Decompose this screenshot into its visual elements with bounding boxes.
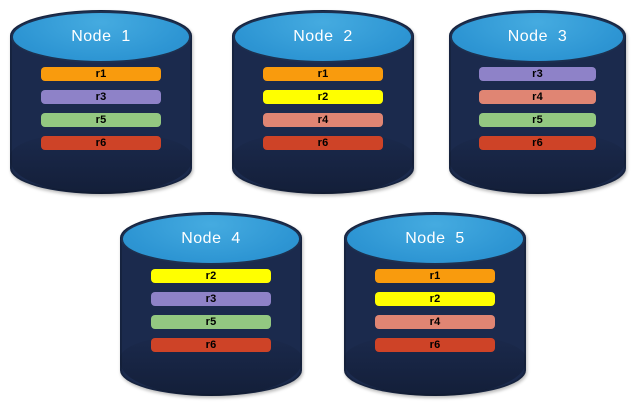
replica-label: r6 xyxy=(205,338,217,351)
replica-label: r6 xyxy=(317,136,329,149)
replica-label: r2 xyxy=(317,90,329,103)
replica-bar[interactable]: r1 xyxy=(40,67,162,82)
replica-bar[interactable]: r4 xyxy=(479,90,596,105)
replica-label: r4 xyxy=(317,113,329,126)
replica-label: r1 xyxy=(317,67,329,80)
replica-list: r1 r2 r4 r6 xyxy=(374,269,496,353)
replica-label: r4 xyxy=(532,90,543,103)
replica-bar[interactable]: r5 xyxy=(150,315,272,330)
replica-label: r2 xyxy=(205,269,217,282)
replica-bar[interactable]: r3 xyxy=(150,292,272,307)
replica-label: r3 xyxy=(95,90,107,103)
replica-bar[interactable]: r6 xyxy=(40,136,162,151)
replica-list: r2 r3 r5 r6 xyxy=(150,269,272,353)
cylinder-top-ellipse: Node 4 xyxy=(121,213,301,265)
cylinder-top-ellipse: Node 5 xyxy=(345,213,525,265)
cylinder-top-ellipse: Node 1 xyxy=(11,11,191,63)
cylinder-top-ellipse: Node 3 xyxy=(450,11,625,63)
replica-label: r5 xyxy=(532,113,543,126)
database-node-cylinder[interactable]: Node 2 r1 r2 r4 r6 xyxy=(232,10,414,194)
replica-bar[interactable]: r6 xyxy=(479,136,596,151)
replica-label: r1 xyxy=(95,67,107,80)
replica-list: r3 r4 r5 r6 xyxy=(479,67,596,151)
node-label: Node 4 xyxy=(181,229,241,247)
database-node-cylinder[interactable]: Node 3 r3 r4 r5 r6 xyxy=(449,10,626,194)
replica-label: r6 xyxy=(429,338,441,351)
replica-bar[interactable]: r3 xyxy=(40,90,162,105)
replica-label: r5 xyxy=(95,113,107,126)
node-label: Node 5 xyxy=(405,229,465,247)
replica-list: r1 r3 r5 r6 xyxy=(40,67,162,151)
node-label: Node 2 xyxy=(293,27,353,45)
replica-label: r3 xyxy=(532,67,543,80)
replica-bar[interactable]: r6 xyxy=(150,338,272,353)
replica-bar[interactable]: r4 xyxy=(262,113,384,128)
replica-label: r6 xyxy=(532,136,543,149)
replica-label: r1 xyxy=(429,269,441,282)
replica-bar[interactable]: r2 xyxy=(150,269,272,284)
replica-bar[interactable]: r6 xyxy=(262,136,384,151)
database-node-cylinder[interactable]: Node 4 r2 r3 r5 r6 xyxy=(120,212,302,396)
replica-label: r3 xyxy=(205,292,217,305)
node-label: Node 3 xyxy=(507,27,568,45)
replica-bar[interactable]: r1 xyxy=(262,67,384,82)
replica-bar[interactable]: r2 xyxy=(374,292,496,307)
replica-bar[interactable]: r1 xyxy=(374,269,496,284)
replica-list: r1 r2 r4 r6 xyxy=(262,67,384,151)
replica-label: r5 xyxy=(205,315,217,328)
node-label: Node 1 xyxy=(71,27,131,45)
replica-label: r2 xyxy=(429,292,441,305)
database-node-cylinder[interactable]: Node 1 r1 r3 r5 r6 xyxy=(10,10,192,194)
replica-bar[interactable]: r2 xyxy=(262,90,384,105)
replica-bar[interactable]: r5 xyxy=(479,113,596,128)
cylinder-top-ellipse: Node 2 xyxy=(233,11,413,63)
replica-bar[interactable]: r6 xyxy=(374,338,496,353)
replica-label: r6 xyxy=(95,136,107,149)
replica-bar[interactable]: r5 xyxy=(40,113,162,128)
replica-bar[interactable]: r3 xyxy=(479,67,596,82)
database-node-cylinder[interactable]: Node 5 r1 r2 r4 r6 xyxy=(344,212,526,396)
replica-label: r4 xyxy=(429,315,441,328)
replica-bar[interactable]: r4 xyxy=(374,315,496,330)
